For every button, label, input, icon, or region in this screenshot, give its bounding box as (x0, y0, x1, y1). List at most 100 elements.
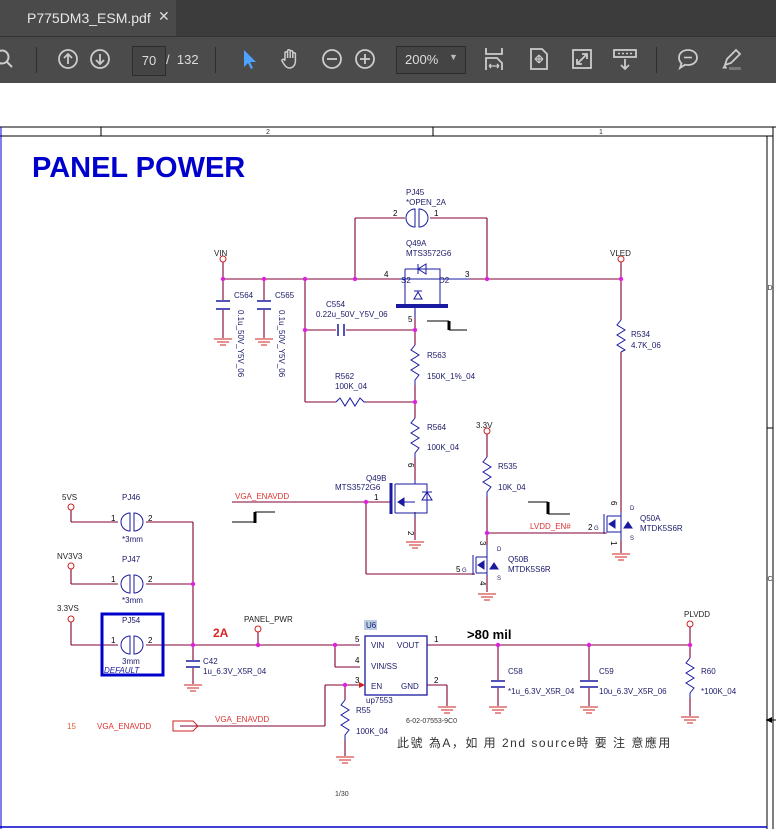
net-3v3: 3.3V (476, 421, 493, 430)
junction-dots (190, 276, 693, 688)
power-ports (67, 255, 694, 633)
pj47-value: *3mm (122, 596, 143, 605)
q49a-pin: 5 (408, 315, 413, 324)
u6-value: up7553 (366, 696, 393, 705)
u6-pin-num: 5 (355, 635, 360, 644)
u6-pin-vout: VOUT (397, 641, 419, 650)
tab-bar: P775DM3_ESM.pdf ✕ (0, 0, 776, 36)
c59-ref: C59 (599, 667, 614, 676)
comment-icon[interactable] (674, 45, 702, 73)
q49b-pin: 2 (406, 531, 415, 536)
pj47-pin: 1 (111, 575, 116, 584)
q50a-pin-label: D (630, 506, 635, 512)
page-down-icon[interactable] (86, 45, 114, 73)
r562-value: 100K_04 (335, 382, 368, 391)
r60-value: *100K_04 (701, 687, 737, 696)
page-number-input[interactable] (132, 46, 166, 76)
q49a-pin: 3 (465, 270, 470, 279)
close-icon[interactable]: ✕ (158, 8, 170, 24)
r60-ref: R60 (701, 667, 716, 676)
q50b-pin-label: G (462, 568, 467, 574)
u6-ic-body (364, 635, 428, 696)
pj45-pin: 1 (434, 209, 439, 218)
u6-pin-en: EN (371, 682, 382, 691)
q49a-value: MTS3572G6 (406, 249, 452, 258)
zoom-in-icon[interactable] (351, 45, 379, 73)
u6-part-number: 6-02-07553-9C0 (406, 718, 457, 725)
zoom-out-icon[interactable] (318, 45, 346, 73)
sheet-frame (0, 126, 776, 829)
c58-ref: C58 (508, 667, 523, 676)
net-panel-pwr: PANEL_PWR (244, 615, 293, 624)
c565-value: 0.1u_50V_Y5V_06 (277, 310, 286, 378)
net-lvdd-en: LVDD_EN# (530, 522, 571, 531)
scroll-mode-icon[interactable] (611, 45, 639, 73)
sheet-title: PANEL POWER (32, 152, 245, 184)
zoom-level-select[interactable]: 200% ▼ (396, 46, 466, 74)
select-cursor-icon[interactable] (234, 45, 262, 73)
ground-symbols (184, 338, 699, 764)
r564-value: 100K_04 (427, 443, 460, 452)
search-icon[interactable] (0, 45, 18, 73)
pj46-value: *3mm (122, 535, 143, 544)
jumper-symbols (120, 208, 429, 655)
net-vin: VIN (214, 249, 228, 258)
current-annotation: 2A (213, 626, 229, 640)
sheet-note: 此號 為A，如 用 2nd source時 要 注 意應用 (397, 735, 672, 750)
page-total-value: 132 (176, 52, 199, 67)
net-plvdd: PLVDD (684, 610, 710, 619)
column-label: 2 (266, 129, 270, 136)
q50b-pin: 5 (456, 565, 461, 574)
u6-pin-num: 4 (355, 656, 360, 665)
pj46-pin: 1 (111, 514, 116, 523)
q50a-pin: 6 (609, 501, 618, 506)
c42-value: 1u_6.3V_X5R_04 (203, 667, 267, 676)
c59-value: 10u_6.3V_X5R_06 (599, 687, 667, 696)
net-vled: VLED (610, 249, 631, 258)
fit-page-icon[interactable] (525, 45, 553, 73)
full-screen-icon[interactable] (568, 45, 596, 73)
row-label: C (767, 576, 772, 583)
page-up-icon[interactable] (54, 45, 82, 73)
toolbar-divider (215, 47, 216, 73)
q49b-value: MTS3572G6 (335, 483, 381, 492)
page-separator: / (166, 52, 170, 67)
toolbar-divider (656, 47, 657, 73)
trace-width-annotation: >80 mil (467, 627, 511, 642)
document-tab[interactable]: P775DM3_ESM.pdf ✕ (0, 0, 176, 36)
u6-pin-vinss: VIN/SS (371, 662, 397, 671)
c42-ref: C42 (203, 657, 218, 666)
q49b-mosfet (389, 480, 433, 518)
schematic-sheet: 2 1 D C PANEL POWER (0, 126, 776, 829)
toolbar-divider (36, 47, 37, 73)
document-tab-title: P775DM3_ESM.pdf (27, 10, 151, 26)
q49b-pin: 1 (374, 493, 379, 502)
pj46-ref: PJ46 (122, 493, 141, 502)
r564-ref: R564 (427, 423, 447, 432)
pj47-pin: 2 (148, 575, 153, 584)
net-5vs: 5VS (62, 493, 77, 502)
r535-ref: R535 (498, 462, 518, 471)
c554-value: 0.22u_50V_Y5V_06 (316, 310, 388, 319)
offpage-connector-vga-enavdd[interactable] (172, 720, 199, 732)
r562-ref: R562 (335, 372, 355, 381)
en-pin-arrow (359, 682, 365, 688)
resistor-symbols (335, 319, 695, 740)
net-vga-enavdd: VGA_ENAVDD (235, 492, 289, 501)
u6-pin-vin: VIN (371, 641, 385, 650)
q50b-pin: 3 (478, 541, 487, 546)
r534-ref: R534 (631, 330, 651, 339)
q49b-ref: Q49B (366, 474, 386, 483)
fit-width-icon[interactable] (480, 45, 508, 73)
hand-pan-icon[interactable] (276, 45, 304, 73)
highlight-pen-icon[interactable] (717, 45, 745, 73)
r534-value: 4.7K_06 (631, 341, 661, 350)
c564-ref: C564 (234, 291, 254, 300)
q50a-pin: 2 (588, 523, 593, 532)
q50a-mosfet (603, 512, 633, 540)
pj54-highlight-box (100, 612, 165, 677)
r55-value: 100K_04 (356, 727, 389, 736)
net-vga-enavdd-2: VGA_ENAVDD (215, 715, 269, 724)
pj45-ref: PJ45 (406, 188, 425, 197)
c565-ref: C565 (275, 291, 295, 300)
